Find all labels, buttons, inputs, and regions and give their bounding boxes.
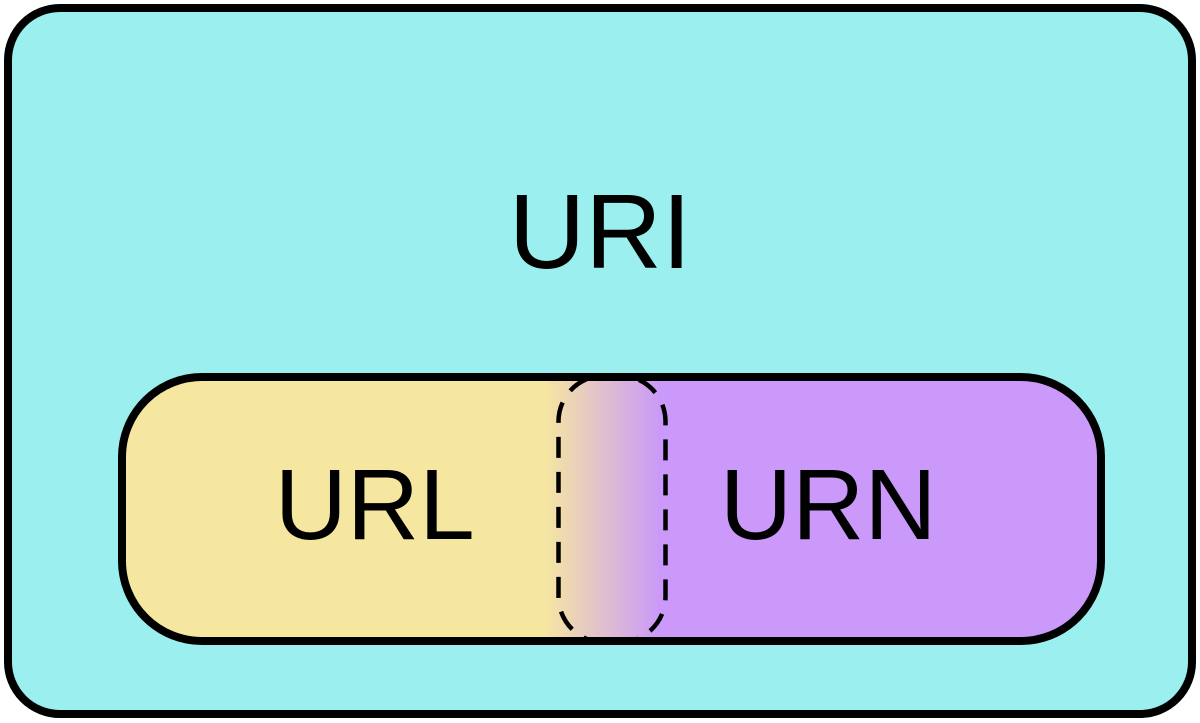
url-urn-pill: URL URN — [118, 373, 1105, 645]
urn-subset-label: URN — [719, 449, 937, 561]
uri-set-label: URI — [508, 173, 692, 291]
url-subset-label: URL — [274, 449, 475, 561]
urn-subset: URN — [612, 381, 1098, 637]
url-subset: URL — [126, 381, 612, 637]
uri-set: URI URL URN — [4, 4, 1196, 718]
